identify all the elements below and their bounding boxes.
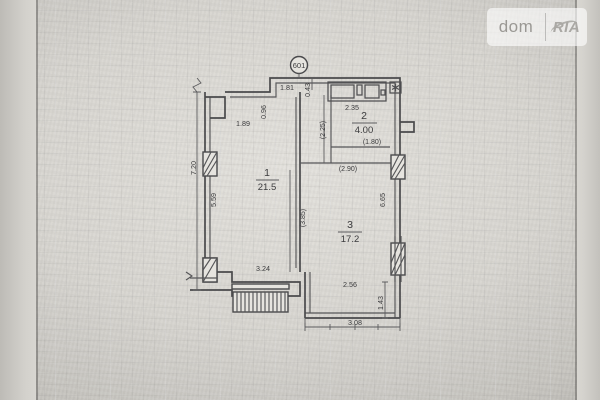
bottom-dim-extensions [304, 318, 401, 327]
dim-right-lower: 1.43 [376, 296, 385, 310]
window-left-upper-hatch [202, 151, 218, 177]
vent-box [389, 81, 402, 94]
kitchen-fixtures [327, 81, 402, 102]
watermark-divider [545, 13, 546, 41]
dim-bottom-horiz: 3.08 [348, 318, 362, 327]
left-page-shadow [0, 0, 36, 400]
dim-top-entry-vert: 0.96 [259, 105, 268, 119]
dim-room3-vert: (3.85) [300, 209, 307, 227]
dim-kitchen-bottom: (2.90) [339, 166, 357, 173]
room-3-number: 3 [347, 219, 353, 231]
dim-top-door-right: 0.43 [303, 83, 312, 97]
right-wall-notch [400, 121, 415, 133]
room-1-area: 21.5 [258, 182, 277, 193]
kitchen-cabinet-narrow [356, 84, 363, 96]
dim-right-wall: 6.65 [378, 193, 387, 207]
dim-room3-lower: 2.56 [343, 280, 357, 289]
domria-watermark: dom RIA [487, 8, 587, 46]
room-2-area: 4.00 [355, 125, 374, 136]
entry-door-marker: 601 [289, 55, 309, 78]
kitchen-counter-run [327, 81, 387, 102]
door-number-label: 601 [293, 61, 306, 70]
window-right-upper-hatch [390, 154, 406, 180]
entry-top-wall-inner [230, 82, 330, 98]
balcony-arrow-icon [185, 271, 194, 281]
kitchen-sink [330, 84, 355, 99]
kitchen-hob [364, 84, 380, 99]
dim-left-window: 7.20 [189, 161, 198, 175]
dim-top-entry-horiz: 1.81 [280, 83, 294, 92]
left-binder-edge [36, 0, 38, 400]
right-lower-dim-ticks [382, 281, 388, 319]
room-labels: 1 21.5 2 4.00 3 17.2 [256, 110, 377, 245]
left-dim-break-icon [192, 77, 202, 93]
room-2-number: 2 [361, 110, 367, 122]
openings [202, 151, 406, 283]
kitchen-top-wall [330, 77, 401, 92]
watermark-ria-text: RIA [546, 17, 587, 38]
balcony-stairs [185, 271, 301, 313]
dim-kitchen-vert: (2.25) [320, 121, 327, 139]
stair-landing [231, 283, 290, 290]
dim-kitchen-offset: (1.80) [363, 139, 381, 146]
watermark-ria-label: RIA [552, 18, 581, 36]
interior-partitions [295, 92, 395, 272]
balcony-outline [190, 271, 301, 297]
entry-top-wall [225, 77, 330, 93]
right-page-shadow [577, 0, 600, 400]
vent-star-icon [391, 83, 400, 92]
upper-left-step [205, 96, 226, 119]
outer-walls [204, 77, 415, 319]
dim-kitchen-counter: 2.35 [345, 103, 359, 112]
stair-treads [236, 292, 286, 312]
watermark-dom-text: dom [498, 17, 534, 36]
window-right-lower-frame [394, 236, 402, 282]
dimension-lines [192, 77, 401, 331]
dim-upper-left-horiz: 1.89 [236, 119, 250, 128]
room-1-number: 1 [264, 167, 270, 179]
dimension-labels: 0.96 1.81 0.43 1.89 2.35 7.20 5.59 (2.25… [189, 83, 387, 327]
dim-balcony-horiz: 3.24 [256, 264, 270, 273]
right-binder-edge [575, 0, 577, 400]
kitchen-small-unit [380, 89, 386, 96]
room-3-area: 17.2 [341, 234, 360, 245]
dim-left-wall: 5.59 [209, 193, 218, 207]
